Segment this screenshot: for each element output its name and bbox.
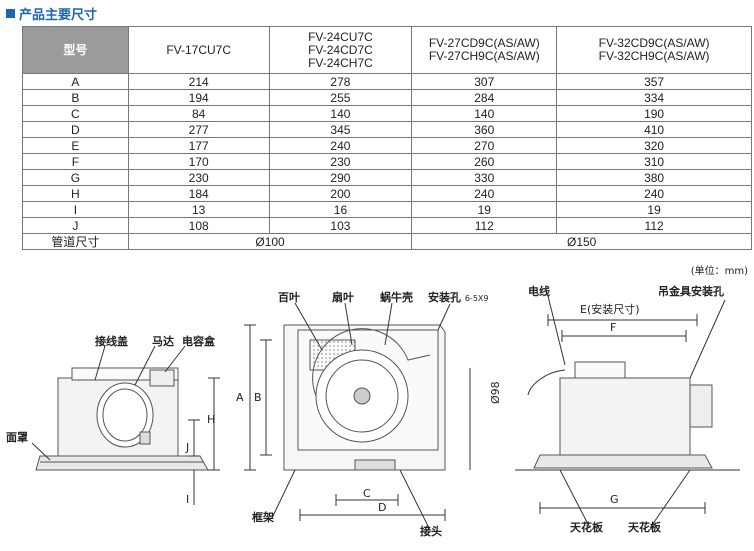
bottom-view-center (244, 302, 471, 531)
cell-value: 240 (411, 185, 558, 202)
label-anzhuang: 安装孔 6-5X9 (428, 291, 489, 304)
section-title: 产品主要尺寸 (6, 4, 98, 23)
label-baiye: 百叶 (278, 291, 300, 304)
dim-d-label: D (378, 501, 387, 514)
cell-value: 214 (127, 73, 270, 90)
cell-value: 277 (127, 121, 270, 138)
dim-d98-label: Ø98 (489, 381, 502, 404)
label-mada: 马达 (152, 335, 174, 348)
header-model-3: FV-27CD9C(AS/AW) FV-27CH9C(AS/AW) (411, 26, 558, 74)
duct-size-large: Ø150 (411, 233, 752, 250)
label-kuangjia: 框架 (252, 511, 274, 524)
cell-value: 184 (127, 185, 270, 202)
title-bullet-icon (6, 8, 15, 18)
header-model-2: FV-24CU7C FV-24CD7C FV-24CH7C (268, 26, 413, 74)
section-title-text: 产品主要尺寸 (19, 7, 98, 23)
dim-c-label: C (363, 487, 371, 500)
cell-value: 200 (268, 185, 413, 202)
label-mianzhao: 面罩 (6, 431, 28, 444)
side-view-right (515, 295, 740, 529)
header-model-label: 型号 (22, 26, 129, 74)
cell-value: 278 (268, 73, 413, 90)
unit-note: (单位：mm) (690, 266, 748, 277)
dim-j-label: J (186, 441, 190, 454)
cell-value: 290 (268, 169, 413, 186)
label-tianhua-right: 天花板 (628, 521, 661, 534)
label-woniu: 蜗牛壳 (380, 291, 413, 304)
cell-value: 140 (411, 105, 558, 122)
label-tianhua-left: 天花板 (570, 521, 603, 534)
label-diaojin: 吊金具安装孔 (658, 285, 724, 298)
header-model-1: FV-17CU7C (127, 26, 270, 74)
label-jiexian: 接线盖 (95, 335, 128, 348)
dim-b-label: B (254, 391, 262, 404)
side-view-left (31, 345, 220, 505)
duct-size-label: 管道尺寸 (22, 233, 129, 250)
cell-value: 270 (411, 137, 558, 154)
duct-size-small: Ø100 (127, 233, 413, 250)
dim-f-label: F (610, 321, 617, 334)
label-shanye: 扇叶 (332, 291, 354, 304)
dim-g-label: G (610, 493, 619, 506)
dim-i-label: I (186, 493, 190, 506)
label-jietou: 接头 (420, 525, 442, 538)
dim-a-label: A (236, 391, 244, 404)
label-dianxian: 电线 (528, 285, 550, 298)
dim-e-label: E(安装尺寸) (580, 303, 640, 316)
label-dianrong: 电容盒 (182, 335, 215, 348)
dim-h-label: H (207, 413, 216, 426)
cell-value: 194 (127, 89, 270, 106)
